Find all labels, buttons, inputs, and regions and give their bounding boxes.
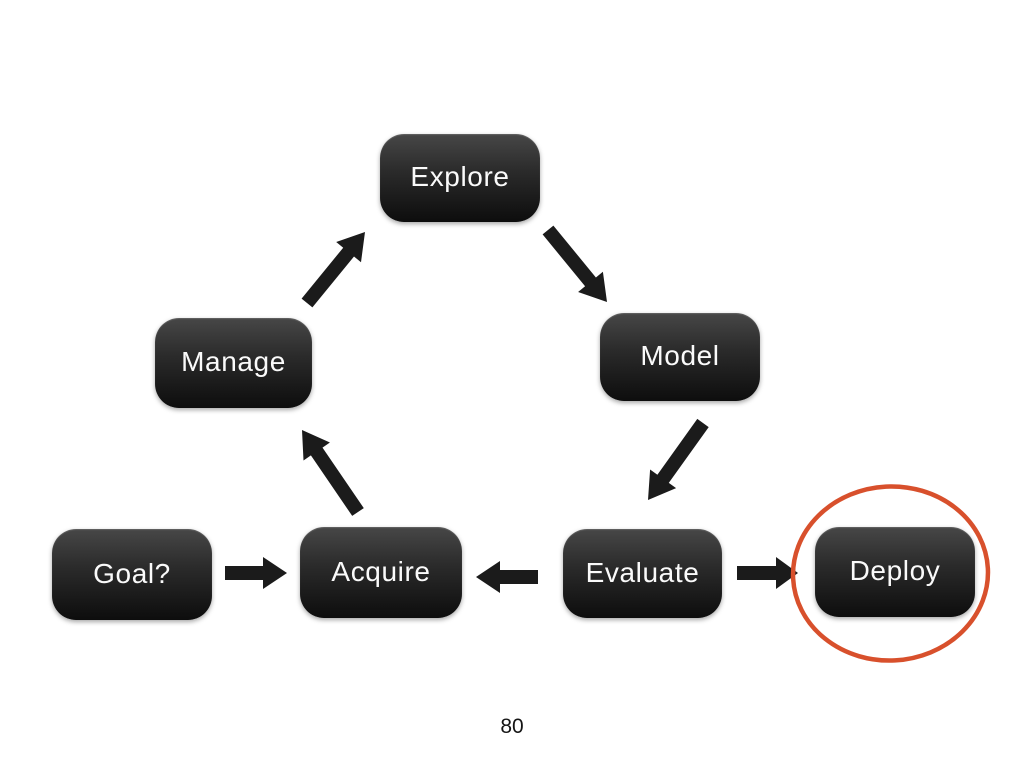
node-evaluate: Evaluate bbox=[563, 529, 722, 618]
arrow-evaluate-to-deploy bbox=[737, 557, 798, 589]
node-label: Explore bbox=[410, 161, 510, 192]
node-label: Goal? bbox=[93, 557, 171, 589]
node-explore: Explore bbox=[380, 134, 540, 222]
node-label: Evaluate bbox=[585, 556, 700, 588]
node-goal: Goal? bbox=[52, 529, 212, 620]
node-label: Deploy bbox=[849, 555, 941, 586]
arrow-model-to-evaluate bbox=[648, 418, 709, 500]
arrow-manage-to-explore bbox=[301, 232, 365, 308]
node-model: Model bbox=[600, 313, 760, 401]
node-label: Model bbox=[640, 340, 720, 371]
page-number: 80 bbox=[500, 715, 524, 738]
node-deploy: Deploy bbox=[815, 527, 975, 617]
node-label: Manage bbox=[181, 346, 286, 377]
node-manage: Manage bbox=[155, 318, 312, 408]
arrow-acquire-to-manage bbox=[302, 430, 364, 516]
node-label: Acquire bbox=[331, 555, 431, 587]
arrow-evaluate-to-acquire bbox=[476, 561, 538, 593]
arrow-explore-to-model bbox=[542, 225, 607, 302]
arrow-goal-to-acquire bbox=[225, 557, 287, 589]
node-acquire: Acquire bbox=[300, 527, 462, 618]
